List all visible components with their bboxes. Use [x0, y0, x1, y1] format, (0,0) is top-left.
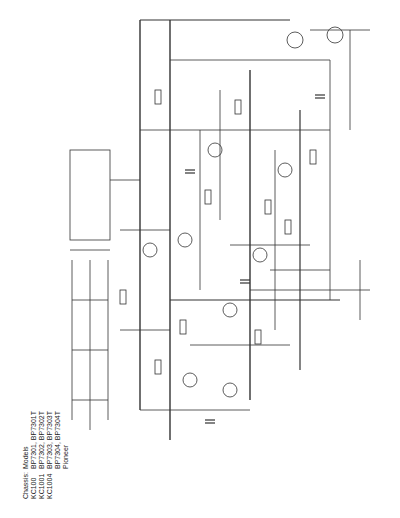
model-label: KC1004: [46, 473, 54, 500]
model-label: Pioneer: [62, 444, 70, 470]
model-label: BP7302, BP7302T: [38, 410, 46, 470]
model-label: BP7303, BP7303T: [46, 410, 54, 470]
model-label: Chassis:: [22, 471, 30, 500]
model-label: Models: [22, 445, 30, 470]
tuner-frame: [70, 150, 110, 240]
model-label: BP7301, BP7301T: [30, 410, 38, 470]
model-label: KC1001: [38, 473, 46, 500]
model-label: BP7304, BP7304T: [54, 410, 62, 470]
model-label: KC100: [30, 477, 38, 500]
